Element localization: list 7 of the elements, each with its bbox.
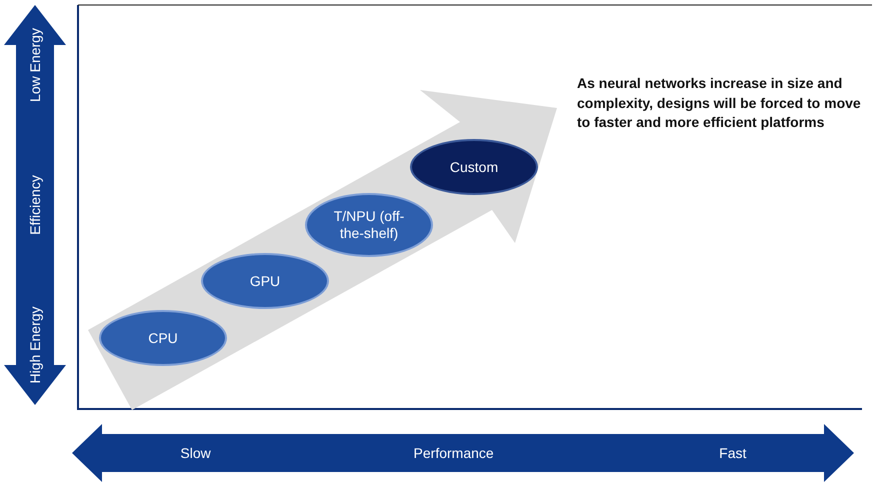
axis-label: High Energy xyxy=(27,306,43,384)
axis-label: Low Energy xyxy=(27,28,43,102)
annotation-note: As neural networks increase in size and complexity, designs will be forced to move to faster and more efficient platforms xyxy=(577,74,862,132)
axis-label: Slow xyxy=(180,445,211,461)
axis-label: Fast xyxy=(719,445,746,461)
axis-label: Performance xyxy=(414,445,494,461)
axis-label: Efficiency xyxy=(27,175,43,235)
